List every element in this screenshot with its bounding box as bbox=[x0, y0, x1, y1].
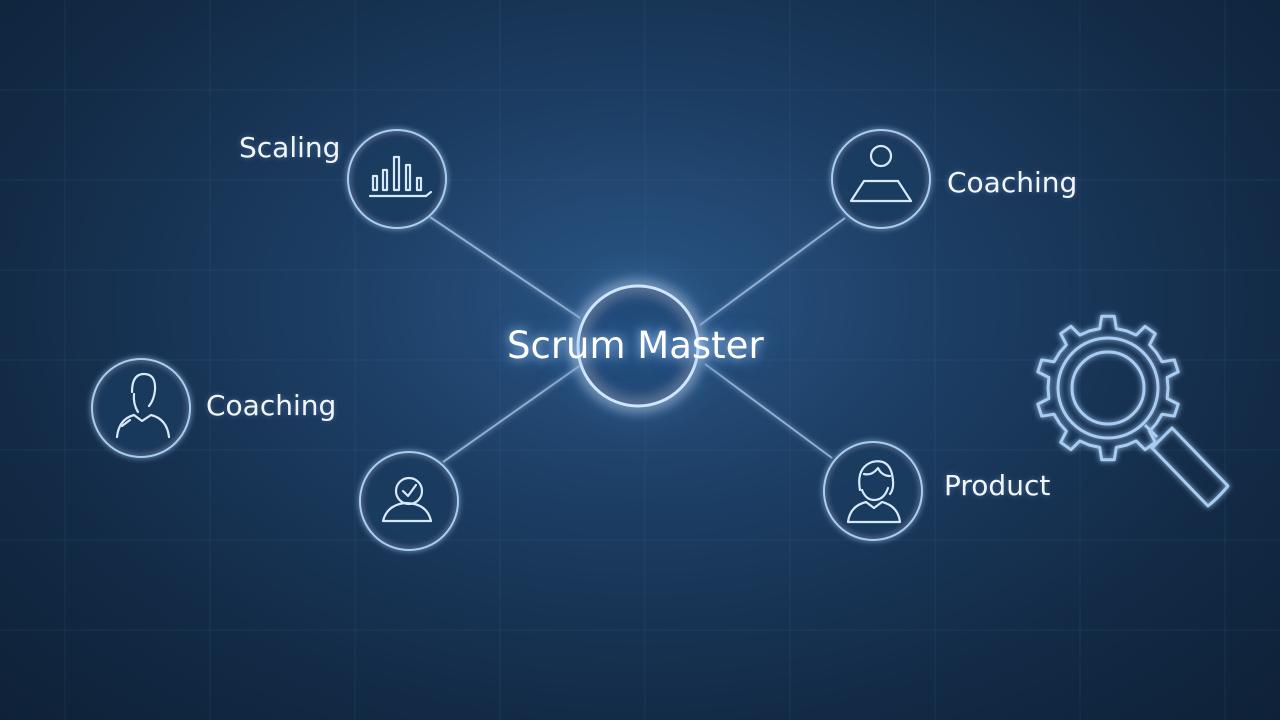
center-node bbox=[528, 236, 748, 456]
node-label-product: Product bbox=[944, 469, 1051, 502]
node-label-coaching-left: Coaching bbox=[206, 389, 337, 422]
scaling-node-circle bbox=[347, 129, 447, 229]
presenter-icon bbox=[849, 144, 913, 203]
node-label-scaling: Scaling bbox=[239, 131, 341, 164]
woman-icon bbox=[846, 460, 902, 524]
gear-magnifier-icon bbox=[1036, 314, 1230, 508]
center-node-label: Scrum Master bbox=[507, 324, 764, 367]
coaching-left-node-circle bbox=[91, 358, 191, 458]
coaching-right-node-circle bbox=[831, 129, 931, 229]
person-check-icon bbox=[381, 476, 433, 523]
bar-chart-icon bbox=[368, 155, 433, 198]
person-icon bbox=[115, 372, 171, 439]
unlabeled-node-circle bbox=[359, 451, 459, 551]
node-label-coaching-right: Coaching bbox=[947, 166, 1078, 199]
product-node-circle bbox=[823, 441, 923, 541]
